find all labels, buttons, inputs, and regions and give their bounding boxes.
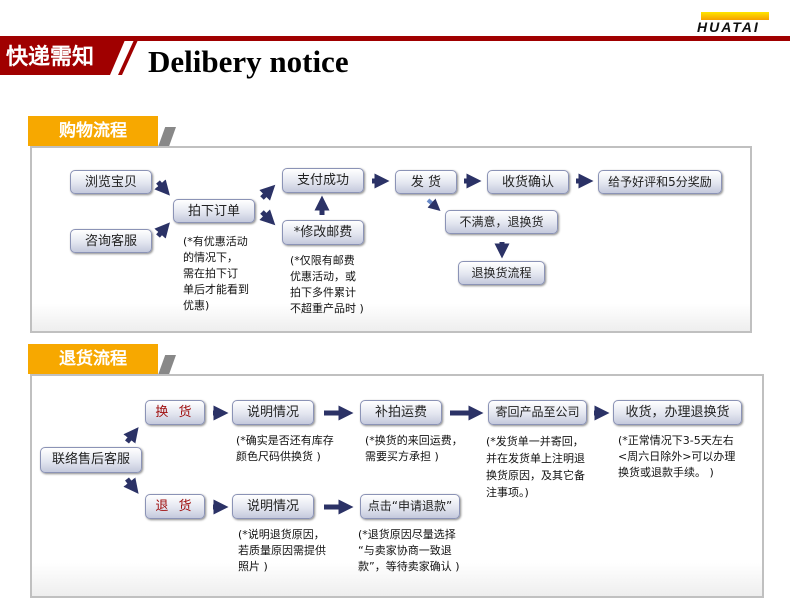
arrow-icon — [123, 477, 139, 494]
step-exchange: 换 货 — [145, 400, 205, 425]
note-explain-refund: (*说明退货原因， 若质量原因需提供 照片 ) — [238, 528, 326, 573]
shopping-tab: 购物流程 — [28, 116, 158, 146]
step-refund: 退 货 — [145, 494, 205, 519]
title-cn: 快递需知 — [0, 40, 125, 75]
step-send-back: 寄回产品至公司 — [488, 400, 587, 425]
step-modify-postage: *修改邮费 — [282, 220, 364, 245]
page-title: Delibery notice — [148, 44, 349, 79]
step-ship: 发 货 — [395, 170, 457, 194]
note-modify: (*仅限有邮费 优惠活动，或 拍下多件累计 不超重产品时 ) — [290, 254, 364, 315]
step-postage: 补拍运费 — [360, 400, 442, 425]
step-consult: 咨询客服 — [70, 229, 152, 253]
step-receive: 收货确认 — [487, 170, 569, 194]
arrow-icon — [154, 179, 170, 196]
arrow-icon — [426, 198, 441, 211]
note-process: (*正常情况下3-5天左右 <周六日除外>可以办理 换货或退款手续。 ) — [618, 434, 736, 479]
arrow-icon — [154, 222, 170, 239]
note-explain: (*确实是否还有库存 颜色尺码供换货 ) — [236, 434, 334, 463]
returns-tab: 退货流程 — [28, 344, 158, 374]
step-apply-refund: 点击“申请退款” — [360, 494, 460, 519]
step-paid: 支付成功 — [282, 168, 364, 193]
step-order: 拍下订单 — [173, 199, 255, 223]
step-process: 收货，办理退换货 — [613, 400, 742, 425]
step-explain-refund: 说明情况 — [232, 494, 314, 519]
step-return-flow: 退换货流程 — [458, 261, 545, 285]
step-review: 给予好评和5分奖励 — [598, 170, 722, 194]
arrow-icon — [123, 427, 139, 444]
step-unhappy: 不满意，退换货 — [445, 210, 558, 234]
note-postage: (*换货的来回运费， 需要买方承担 ) — [365, 434, 463, 463]
header-bar — [0, 36, 790, 41]
step-browse: 浏览宝贝 — [70, 170, 152, 194]
arrow-icon — [259, 209, 276, 226]
arrow-icon — [259, 184, 276, 201]
note-order: (*有优惠活动 的情况下， 需在拍下订 单后才能看到 优惠) — [183, 235, 249, 312]
step-explain: 说明情况 — [232, 400, 314, 425]
step-contact-service: 联络售后客服 — [40, 447, 142, 473]
huatai-logo: HUATAI — [697, 12, 773, 35]
note-send-back: (*发货单一并寄回， 并在发货单上注明退 换货原因，及其它备 注事项。) — [486, 435, 585, 499]
note-apply-refund: (*退货原因尽量选择 “与卖家协商一致退 款”，等待卖家确认 ) — [358, 528, 460, 573]
